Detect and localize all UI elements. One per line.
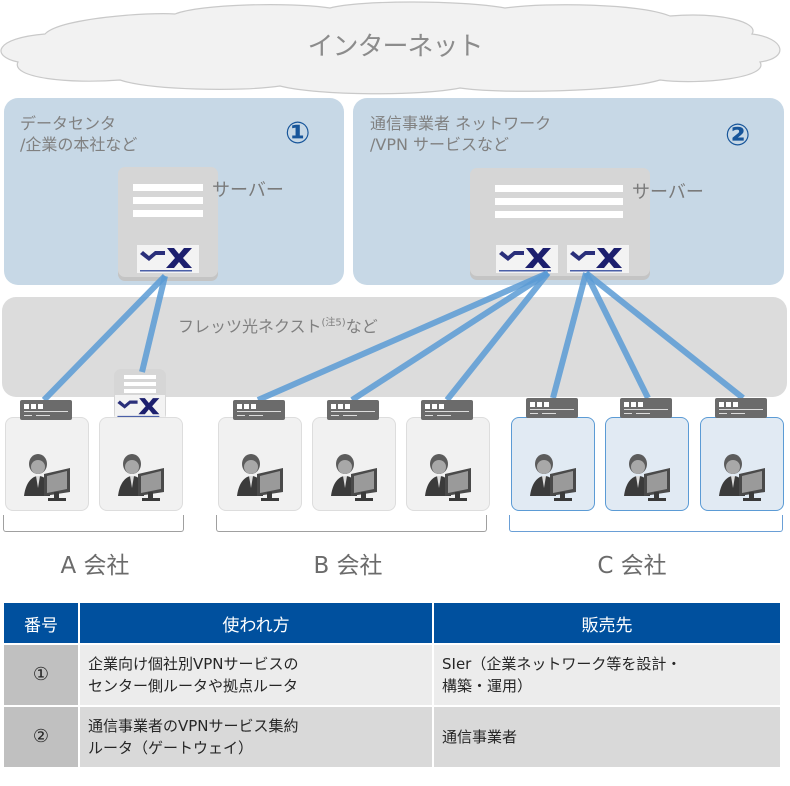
user-card <box>312 417 396 511</box>
vfx-logo-icon <box>115 395 165 419</box>
user-at-computer-icon <box>530 452 580 504</box>
company-c-label: C 会社 <box>597 553 667 579</box>
row-number: ① <box>4 643 80 706</box>
server-label: サーバー <box>212 180 284 201</box>
user-at-computer-icon <box>237 452 287 504</box>
vfx-logo-icon <box>137 245 199 273</box>
router-icon <box>620 398 672 418</box>
company-b-label: B 会社 <box>313 553 383 579</box>
row-buyer: 通信事業者 <box>433 705 782 767</box>
internet-cloud-icon <box>0 1 781 95</box>
row-buyer: SIer（企業ネットワーク等を設計・ 構築・運用） <box>433 643 782 706</box>
router-icon <box>526 398 578 418</box>
row-usage: 通信事業者のVPNサービス集約 ルータ（ゲートウェイ） <box>79 705 434 767</box>
vfx-logo-icon <box>567 245 629 273</box>
header-number: 番号 <box>4 603 80 644</box>
company-c-bracket <box>509 515 783 532</box>
network-name: フレッツ光ネクスト <box>178 317 322 336</box>
header-usage: 使われ方 <box>79 603 434 644</box>
user-at-computer-icon <box>118 452 168 504</box>
user-card <box>99 417 183 511</box>
zone-carrier-title: 通信事業者 ネットワーク /VPN サービスなど <box>370 114 552 154</box>
network-suffix: など <box>345 317 378 336</box>
company-b-bracket <box>216 515 487 532</box>
user-card <box>700 417 784 511</box>
row-number: ② <box>4 705 80 767</box>
table-row: ① 企業向け個社別VPNサービスの センター側ルータや拠点ルータ SIer（企業… <box>4 643 782 706</box>
router-icon <box>421 400 473 420</box>
user-card <box>218 417 302 511</box>
user-at-computer-icon <box>425 452 475 504</box>
router-icon <box>233 400 285 420</box>
table-header-row: 番号 使われ方 販売先 <box>4 603 782 644</box>
network-note: (注5) <box>321 317 346 329</box>
user-card <box>5 417 89 511</box>
flets-network-label: フレッツ光ネクスト(注5)など <box>178 313 378 337</box>
user-at-computer-icon <box>719 452 769 504</box>
internet-label: インターネット <box>307 32 483 62</box>
user-at-computer-icon <box>624 452 674 504</box>
zone-datacenter-number: ① <box>285 116 311 151</box>
company-a-label: A 会社 <box>60 553 130 579</box>
user-card <box>511 417 595 511</box>
user-card <box>406 417 490 511</box>
table-row: ② 通信事業者のVPNサービス集約 ルータ（ゲートウェイ） 通信事業者 <box>4 705 782 767</box>
server-icon <box>118 167 218 277</box>
user-at-computer-icon <box>331 452 381 504</box>
zone-carrier-number: ② <box>725 118 751 153</box>
company-a-bracket <box>3 515 184 532</box>
row-usage: 企業向け個社別VPNサービスの センター側ルータや拠点ルータ <box>79 643 434 706</box>
header-buyer: 販売先 <box>433 603 782 644</box>
usage-table: 番号 使われ方 販売先 ① 企業向け個社別VPNサービスの センター側ルータや拠… <box>4 603 782 767</box>
zone-datacenter-title: データセンタ /企業の本社など <box>20 114 138 154</box>
user-card <box>605 417 689 511</box>
router-icon <box>327 400 379 420</box>
server-label: サーバー <box>632 182 704 203</box>
user-at-computer-icon <box>24 452 74 504</box>
vfx-logo-icon <box>496 245 558 273</box>
router-icon <box>715 398 767 418</box>
router-icon <box>20 400 72 420</box>
